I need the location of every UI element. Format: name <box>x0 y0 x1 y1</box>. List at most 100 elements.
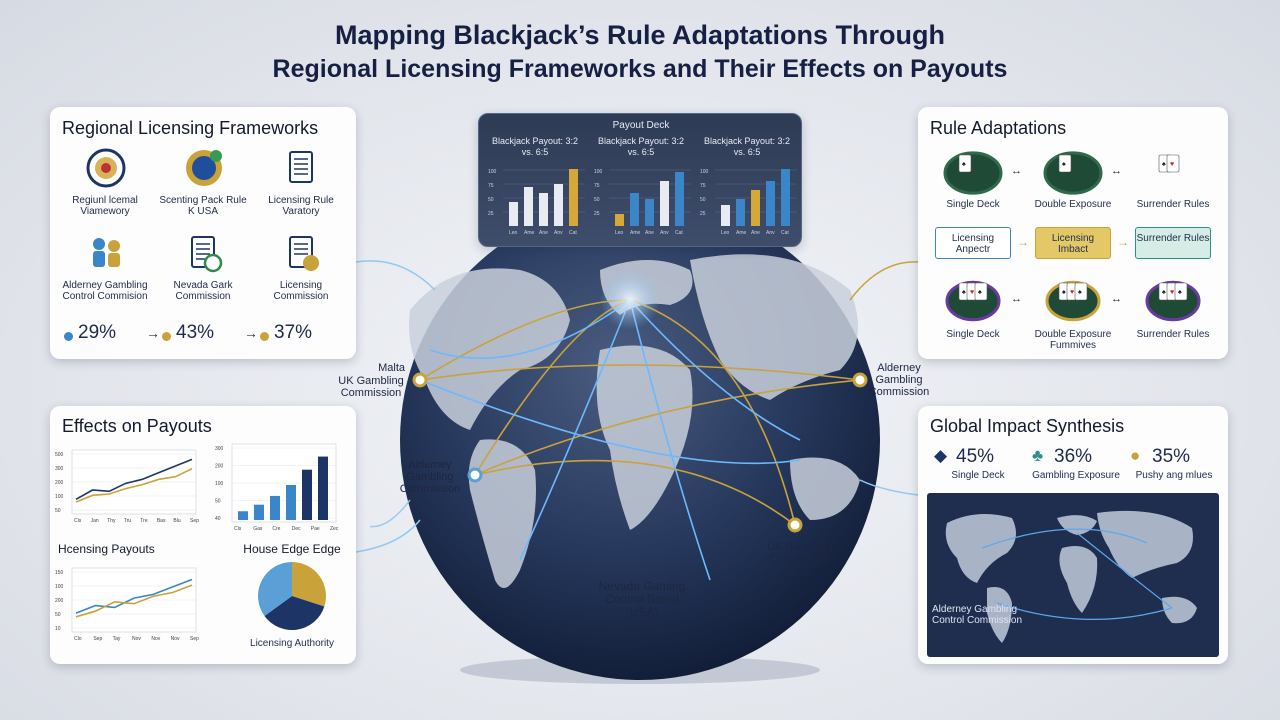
deck-bar <box>675 172 684 226</box>
club-icon: ♣ <box>1032 446 1044 465</box>
label-alderney-right: Alderney Gambling Commission <box>868 362 930 398</box>
effects-xtick: Pae <box>311 526 320 532</box>
effects-xtick: Nov <box>171 636 180 642</box>
synthesis-stat-label: Single Deck <box>951 470 1005 481</box>
synthesis-panel: Global Impact Synthesis ◆45%Single Deck♣… <box>918 406 1228 664</box>
pie-slice <box>264 596 325 630</box>
rule-top-label: Single Deck <box>946 199 1000 210</box>
deck-ytick: 100 <box>594 169 603 175</box>
effects-bar <box>270 495 280 520</box>
effects-xtick: Blu <box>173 518 180 524</box>
effects-ytick: 200 <box>55 480 64 486</box>
world-map <box>927 493 1219 657</box>
deck-chart-title: Blackjack Payout: 3:2 vs. 6:5 <box>703 136 791 157</box>
deck-bar <box>766 181 775 226</box>
deck-bar <box>509 202 518 226</box>
double-arrow-icon: ↔ <box>1011 165 1022 177</box>
synthesis-stat-value: 45% <box>956 446 995 467</box>
deck-xtick: Cat <box>569 230 577 236</box>
deck-bar <box>721 205 730 226</box>
effects-xtick: Tru <box>124 518 132 524</box>
label-malta: Malta <box>378 362 405 374</box>
effects-xtick: Dec <box>292 526 301 532</box>
effects-series-line <box>75 458 193 501</box>
deck-bar <box>615 214 624 226</box>
deck-xtick: Leo <box>721 230 730 236</box>
payout-deck-title: Payout Deck <box>612 120 670 131</box>
certificate-icon <box>281 232 323 274</box>
effects-bar <box>254 504 264 520</box>
deck-xtick: Anv <box>554 230 563 236</box>
deck-chart-title: Blackjack Payout: 3:2 vs. 6:5 <box>491 136 579 157</box>
deck-xtick: Ane <box>539 230 548 236</box>
framework-stat: 37% <box>274 322 313 343</box>
double-arrow-icon: ↔ <box>1011 293 1022 305</box>
effects-bar <box>318 456 328 520</box>
rules-title: Rule Adaptations <box>930 118 1067 138</box>
svg-text:♠: ♠ <box>1178 289 1182 296</box>
deck-xtick: Ame <box>736 230 747 236</box>
blackjack-table-icon: ♠♥ <box>1158 154 1180 173</box>
effects-xtick: Tre <box>140 518 148 524</box>
framework-stat: 43% <box>176 322 215 343</box>
svg-text:♠: ♠ <box>978 289 982 296</box>
deck-bar <box>645 199 654 226</box>
deck-bar <box>524 187 533 226</box>
effects-bar <box>286 485 296 520</box>
deck-ytick: 25 <box>488 211 494 217</box>
arrow-icon: → <box>244 325 258 341</box>
effects-series-line <box>75 584 193 618</box>
rule-flow-box: Licensing Anpectr <box>935 227 1011 259</box>
effects-title: Effects on Payouts <box>62 416 212 436</box>
medal-icon <box>183 147 225 189</box>
synthesis-title: Global Impact Synthesis <box>930 416 1125 436</box>
deck-xtick: Ame <box>630 230 641 236</box>
effects-ytick: 100 <box>55 494 64 500</box>
effects-xtick: Cls <box>234 526 242 532</box>
rule-bottom-label: Double Exposure Fummives <box>1034 329 1112 351</box>
deck-ytick: 75 <box>700 183 706 189</box>
effects-ytick: 200 <box>55 598 64 604</box>
svg-text:♠: ♠ <box>1162 289 1166 296</box>
people-icon <box>85 232 127 274</box>
document-icon <box>281 147 323 189</box>
synthesis-stat-value: 35% <box>1152 446 1191 467</box>
effects-xtick: Thy <box>107 518 116 524</box>
label-nevada: Nevada Gaming Control Board (USA) <box>598 579 686 619</box>
effects-xtick: Zec <box>330 526 339 532</box>
effects-series-line <box>75 578 193 614</box>
map-label: Alderney Gambling Control Commission <box>932 604 1023 626</box>
svg-text:♥: ♥ <box>1170 161 1174 168</box>
deck-ytick: 100 <box>700 169 709 175</box>
effects-xtick: Jan <box>91 518 99 524</box>
label-uk-left: UK Gambling Commission <box>338 375 404 399</box>
svg-text:♠: ♠ <box>1062 289 1066 296</box>
deck-ytick: 50 <box>700 197 706 203</box>
arrow-icon: → <box>146 325 160 341</box>
svg-text:♠: ♠ <box>962 289 966 296</box>
effects-xtick: Cls <box>74 518 82 524</box>
deck-xtick: Leo <box>509 230 518 236</box>
synthesis-stat-value: 36% <box>1054 446 1093 467</box>
deck-xtick: Cat <box>781 230 789 236</box>
effects-xtick: Tay <box>113 636 121 642</box>
deck-ytick: 25 <box>700 211 706 217</box>
frameworks-panel: Regional Licensing Frameworks Regiunl lc… <box>50 107 356 359</box>
deck-bar <box>736 199 745 226</box>
svg-text:♠: ♠ <box>1162 161 1166 168</box>
pie-caption: Licensing Authority <box>250 638 334 649</box>
effects-ytick: 150 <box>55 570 64 576</box>
label-uk-right: UK Gambling Commission <box>767 541 833 565</box>
effects-xtick: Clo <box>74 636 82 642</box>
world-globe <box>370 200 880 684</box>
deck-bar <box>569 169 578 226</box>
svg-text:♠: ♠ <box>1078 289 1082 296</box>
payout-deck-panel: Payout Deck Blackjack Payout: 3:2 vs. 6:… <box>478 113 802 247</box>
pie-slice <box>292 562 326 607</box>
effects-xtick: Sep <box>190 518 199 524</box>
